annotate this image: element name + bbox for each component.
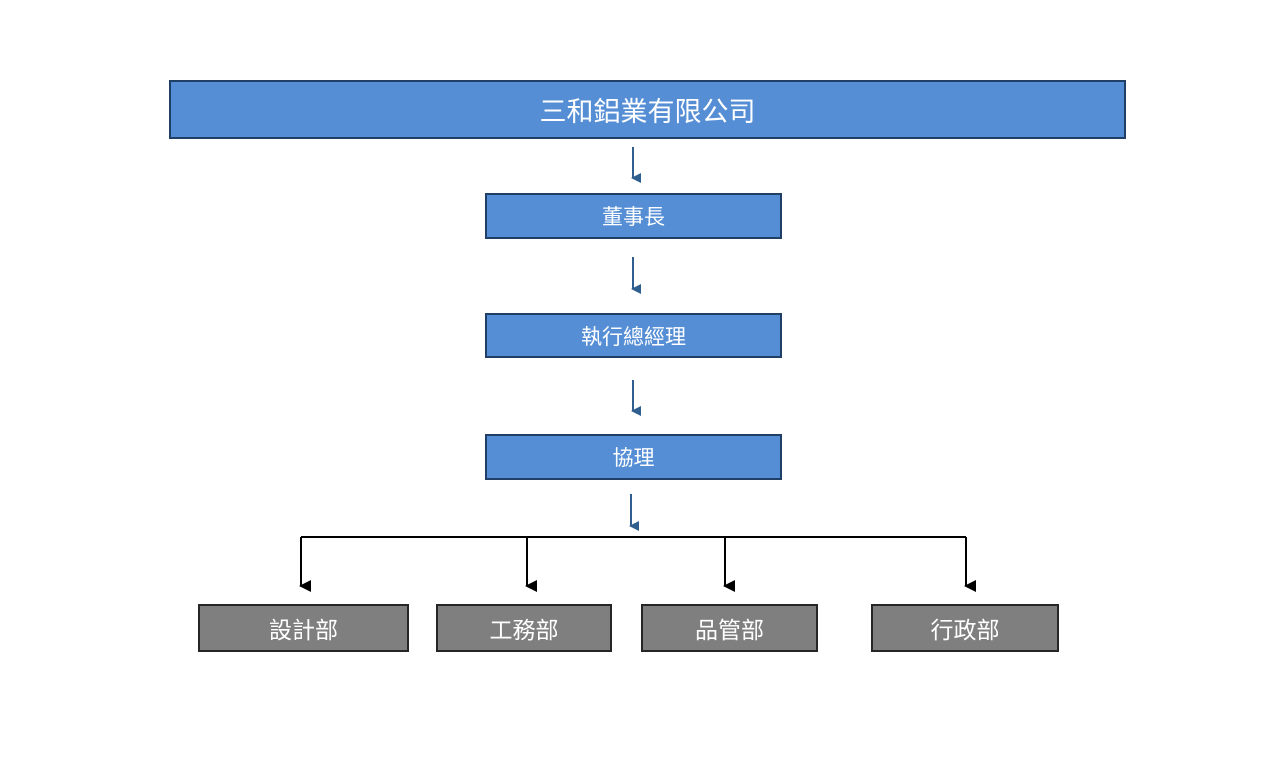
department-quality-label: 品管部 — [695, 618, 764, 644]
company-label: 三和鋁業有限公司 — [539, 97, 756, 128]
department-engineering-box: 工務部 — [436, 604, 612, 652]
department-design-label: 設計部 — [269, 618, 338, 644]
department-admin-box: 行政部 — [871, 604, 1059, 652]
assistant-manager-label: 協理 — [612, 446, 655, 470]
department-admin-label: 行政部 — [930, 618, 1000, 644]
department-quality-box: 品管部 — [641, 604, 818, 652]
department-engineering-label: 工務部 — [489, 618, 559, 644]
executive-gm-box: 執行總經理 — [485, 313, 782, 358]
assistant-manager-box: 協理 — [485, 434, 782, 480]
chairman-box: 董事長 — [485, 193, 782, 239]
department-design-box: 設計部 — [198, 604, 409, 652]
executive-gm-label: 執行總經理 — [581, 324, 686, 349]
chairman-label: 董事長 — [602, 205, 665, 229]
company-box: 三和鋁業有限公司 — [169, 80, 1126, 139]
